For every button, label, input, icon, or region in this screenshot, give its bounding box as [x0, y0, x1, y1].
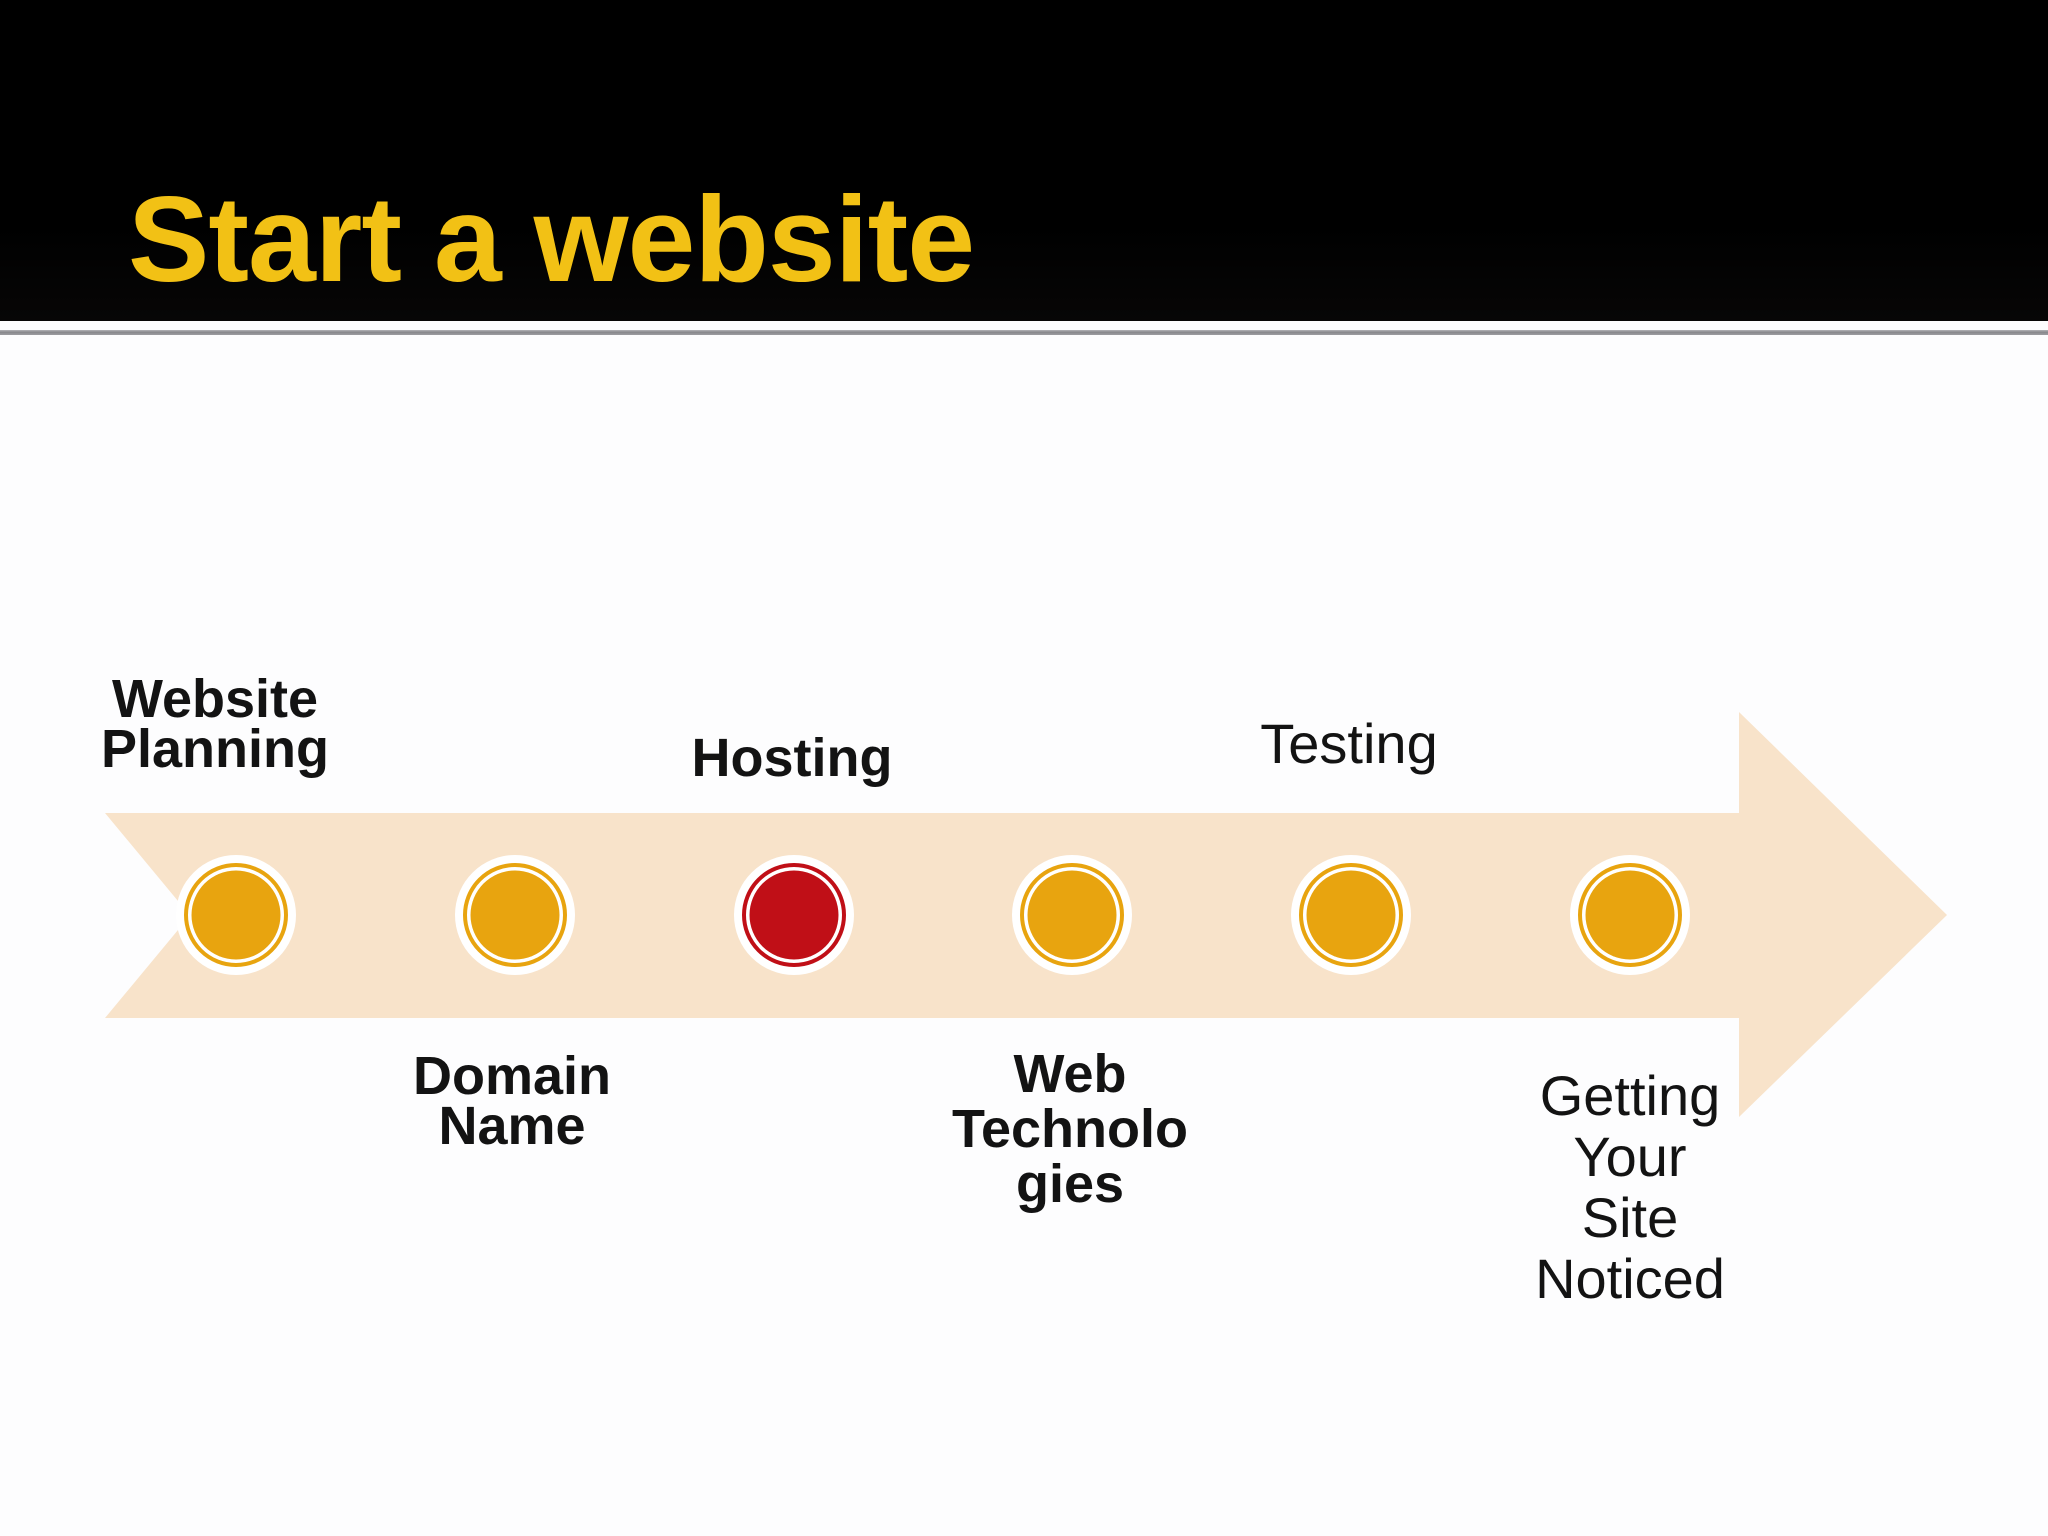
step-dot-hosting: [734, 855, 854, 975]
label-line: Your: [1573, 1125, 1687, 1188]
label-line: Website: [111, 669, 319, 729]
step-dot-testing: [1291, 855, 1411, 975]
label-line: Hosting: [691, 728, 893, 788]
title-banner: Start a website: [0, 0, 2048, 321]
label-line: Web: [1013, 1044, 1127, 1104]
label-line: Domain: [412, 1046, 612, 1106]
label-line: Technolo: [952, 1099, 1188, 1159]
label-line: Getting: [1539, 1064, 1721, 1127]
label-line: Name: [438, 1096, 586, 1156]
label-line: Testing: [1260, 712, 1438, 775]
step-dot-getting-your-site-noticed: [1570, 855, 1690, 975]
step-dots-layer: [176, 855, 1690, 975]
label-line: Noticed: [1535, 1247, 1725, 1310]
label-line: Planning: [101, 719, 329, 779]
dot-circle: [749, 870, 839, 960]
step-dot-domain-name: [455, 855, 575, 975]
label-line: Site: [1581, 1186, 1679, 1249]
step-label-hosting: Hosting: [592, 728, 992, 788]
dot-circle: [191, 870, 281, 960]
dot-circle: [1585, 870, 1675, 960]
dot-circle: [1306, 870, 1396, 960]
dot-circle: [470, 870, 560, 960]
step-label-testing: Testing: [1149, 712, 1549, 775]
label-line: gies: [1015, 1154, 1125, 1214]
step-dot-web-technologies: [1012, 855, 1132, 975]
step-dot-website-planning: [176, 855, 296, 975]
dot-circle: [1027, 870, 1117, 960]
banner-divider-line: [0, 330, 2048, 335]
slide-title: Start a website: [128, 170, 975, 307]
